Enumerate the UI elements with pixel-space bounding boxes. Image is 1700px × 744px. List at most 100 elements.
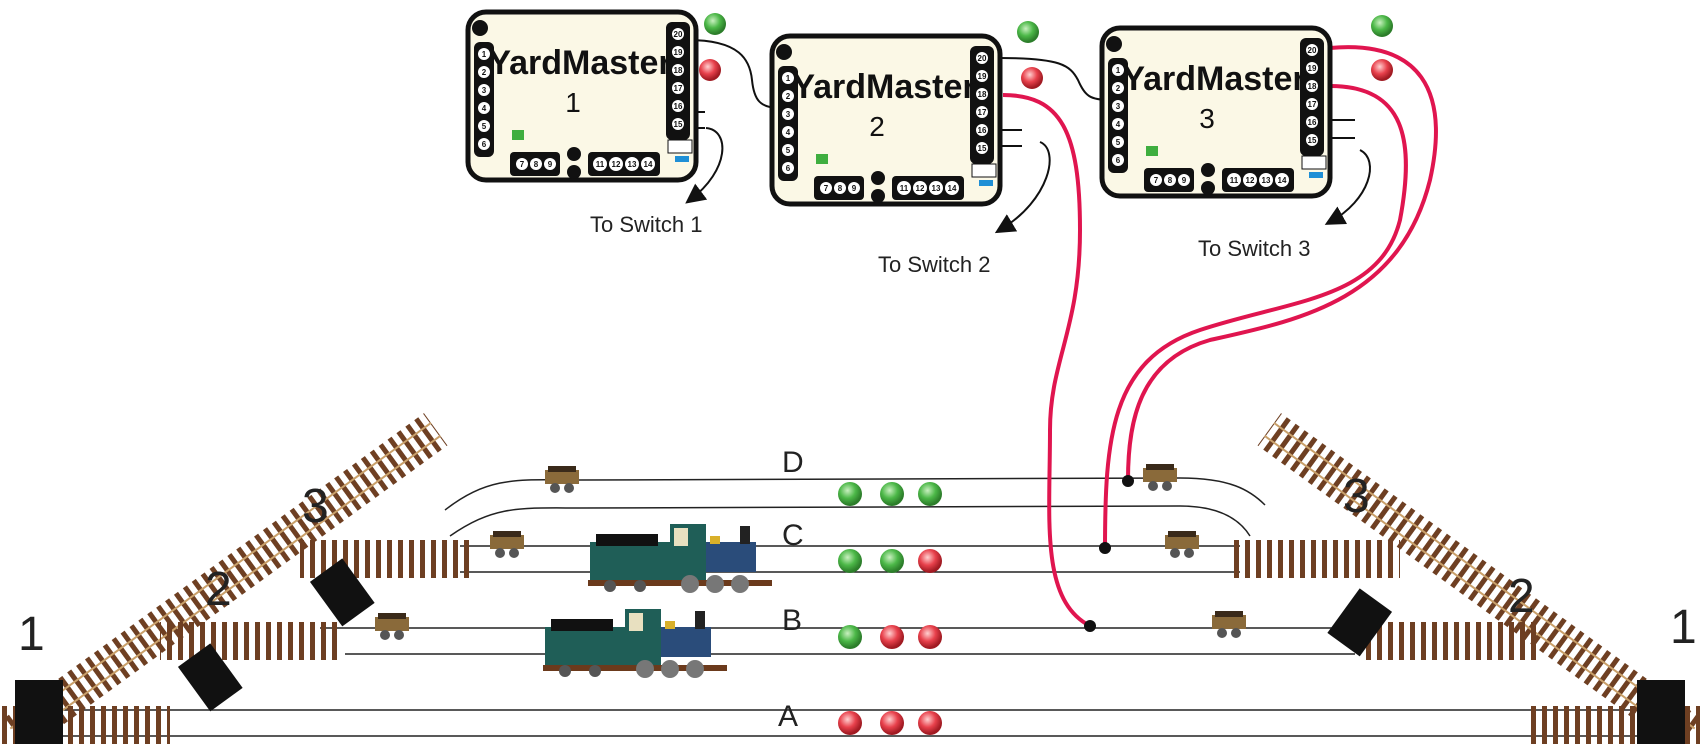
right-pin-label: 17 [978, 108, 987, 117]
indicator-led [1021, 67, 1043, 89]
left-pin-label: 3 [482, 86, 487, 95]
switch-machine-2-left [177, 643, 243, 712]
right-pin-label: 15 [1308, 136, 1317, 145]
bottom-pin-label: 9 [548, 160, 553, 169]
bottom-pin-header [588, 152, 660, 176]
right-pin-label: 15 [674, 120, 683, 129]
signal-light [880, 711, 904, 735]
switch-label-2-right: 2 [1508, 570, 1535, 623]
switch-machine-3-left [309, 558, 375, 627]
bottom-pin-label: 11 [1230, 176, 1239, 185]
right-pin-label: 15 [978, 144, 987, 153]
bottom-pin-label: 7 [1154, 176, 1159, 185]
caption-to-switch-2: To Switch 2 [878, 252, 991, 277]
right-pin-label: 16 [1308, 118, 1317, 127]
bottom-pin-label: 13 [628, 160, 637, 169]
right-turnout-ladder [1230, 413, 1700, 744]
bottom-pin-label: 7 [824, 184, 829, 193]
ore-car [545, 466, 579, 493]
bottom-pin-label: 7 [520, 160, 525, 169]
track-d-rail [449, 505, 1251, 537]
signals-track-a [838, 711, 942, 735]
right-pin-label: 20 [1308, 46, 1317, 55]
left-pin-label: 3 [1116, 102, 1121, 111]
left-turnout-ladder [0, 413, 470, 744]
bottom-pin-label: 13 [1262, 176, 1271, 185]
board-number: 3 [1199, 103, 1215, 134]
left-pin-label: 6 [482, 140, 487, 149]
signals-track-d [838, 482, 942, 506]
left-pin-label: 2 [482, 68, 487, 77]
signal-light [880, 482, 904, 506]
bottom-pin-label: 12 [612, 160, 621, 169]
right-pin-header [666, 22, 690, 140]
left-pin-label: 4 [1116, 120, 1121, 129]
indicator-led [1371, 59, 1393, 81]
bottom-pin-label: 8 [534, 160, 539, 169]
caption-to-switch-3: To Switch 3 [1198, 236, 1311, 261]
board-number: 2 [869, 111, 885, 142]
right-pin-label: 20 [674, 30, 683, 39]
indicator-led [1017, 21, 1039, 43]
ore-car [490, 531, 524, 558]
right-pin-label: 20 [978, 54, 987, 63]
left-pin-label: 1 [786, 74, 791, 83]
right-pin-label: 16 [978, 126, 987, 135]
switch-label-1-left: 1 [18, 608, 45, 661]
left-pin-label: 6 [1116, 156, 1121, 165]
signal-light [880, 549, 904, 573]
switch-label-3-left: 3 [302, 480, 329, 533]
right-pin-header [970, 46, 994, 164]
right-pin-label: 18 [978, 90, 987, 99]
track-lines [20, 477, 1690, 737]
wire-endpoints [1084, 475, 1134, 632]
red-sensor-wires [1002, 45, 1438, 628]
left-pin-label: 1 [482, 50, 487, 59]
switch-machine-1-right [1637, 680, 1685, 744]
left-pin-label: 2 [1116, 84, 1121, 93]
ore-car [1165, 531, 1199, 558]
left-pin-label: 3 [786, 110, 791, 119]
signal-light [838, 482, 862, 506]
track-label-d: D [782, 446, 804, 479]
switch-label-3-right: 3 [1343, 470, 1370, 523]
right-pin-label: 16 [674, 102, 683, 111]
track-label-c: C [782, 519, 804, 552]
ore-car [1143, 464, 1177, 491]
bottom-pin-label: 9 [852, 184, 857, 193]
right-pin-label: 18 [1308, 82, 1317, 91]
left-pin-label: 5 [1116, 138, 1121, 147]
left-pin-label: 2 [786, 92, 791, 101]
right-pin-label: 17 [674, 84, 683, 93]
ore-car [1212, 611, 1246, 638]
bottom-pin-label: 11 [900, 184, 909, 193]
bottom-pin-label: 14 [644, 160, 653, 169]
left-pin-label: 1 [1116, 66, 1121, 75]
right-pin-label: 18 [674, 66, 683, 75]
board-title: YardMaster [792, 68, 975, 106]
switch-machine-1-left [15, 680, 63, 744]
status-led [512, 130, 524, 140]
signals-track-b [838, 625, 942, 649]
bottom-pin-header [892, 176, 964, 200]
right-pin-label: 19 [978, 72, 987, 81]
indicator-led [1371, 15, 1393, 37]
signal-light [918, 711, 942, 735]
locomotive-track-c [588, 524, 772, 593]
left-pin-label: 5 [786, 146, 791, 155]
signals-track-c [838, 549, 942, 573]
track-label-a: A [778, 700, 798, 733]
daisy-chain-cables [687, 39, 1111, 109]
bottom-pin-label: 14 [948, 184, 957, 193]
signal-light [918, 549, 942, 573]
signal-light [838, 625, 862, 649]
wire-ym2-pin18-to-track-b [1002, 93, 1091, 628]
left-pin-label: 5 [482, 122, 487, 131]
signal-light [918, 625, 942, 649]
bottom-pin-label: 11 [596, 160, 605, 169]
right-pin-label: 17 [1308, 100, 1317, 109]
